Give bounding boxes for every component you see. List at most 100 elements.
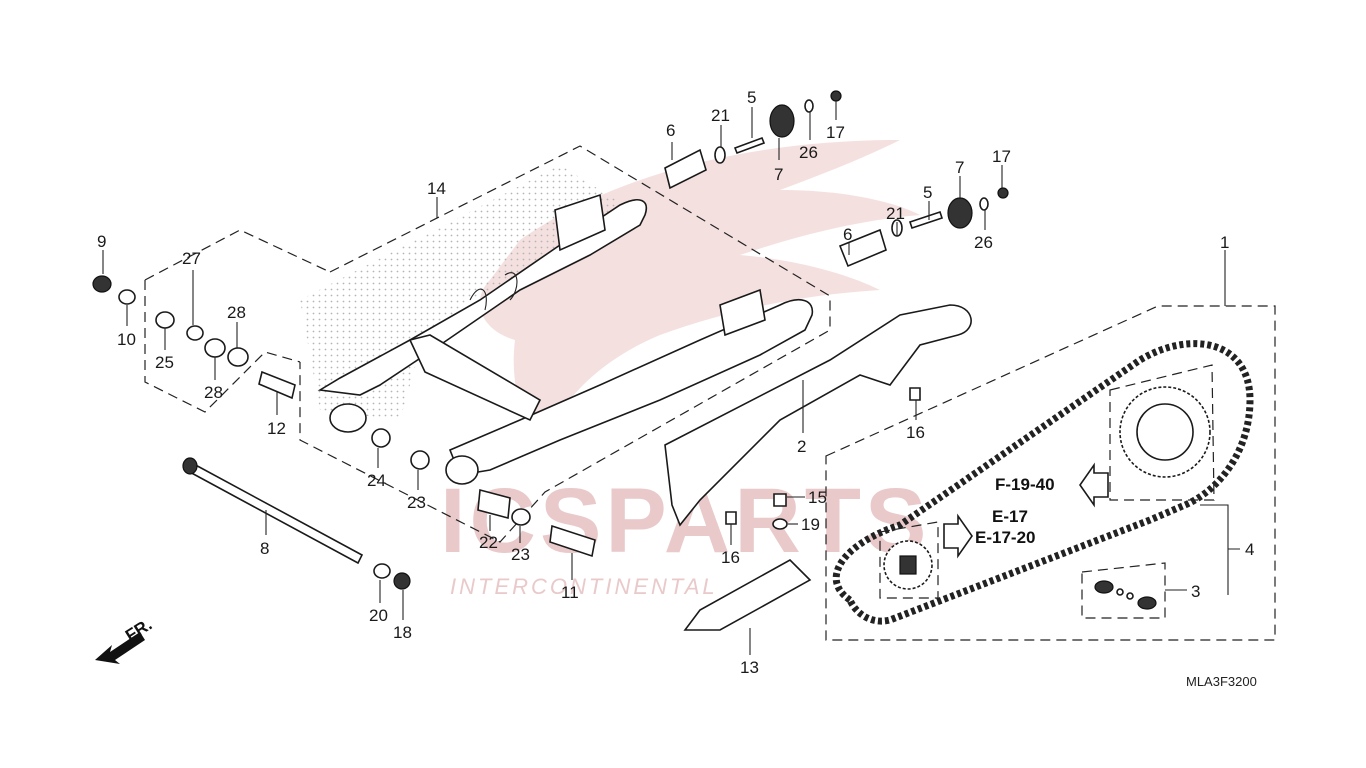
part-10-collar [118,289,136,305]
part-12-bush [258,370,296,400]
callout-16b: 16 [721,548,740,567]
part-23-seal-a [410,450,430,470]
part-9-nut [92,275,112,293]
callout-23a: 23 [407,493,426,512]
callout-24: 24 [367,471,386,490]
callout-28a: 28 [204,383,223,402]
part-21-clip-a [714,146,726,164]
part-23-seal-b [511,508,531,526]
part-2-chain-case [664,304,972,527]
swingarm-axle-plate-left [554,193,606,252]
callout-8: 8 [260,539,269,558]
part-8-bolt-head [182,457,198,475]
part-8-pivot-bolt [184,460,364,565]
part-6-collar-a [664,148,707,190]
part-5-bolt-b [908,210,944,230]
master-link-outline [1081,562,1166,619]
callouts: 1 2 3 4 5 5 6 6 7 7 8 9 10 11 12 13 14 1… [97,88,1254,677]
part-11-collar [549,524,596,558]
callout-15: 15 [808,488,827,507]
callout-10: 10 [117,330,136,349]
reference-f-19-40[interactable]: F-19-40 [995,475,1055,494]
swingarm [300,165,814,485]
reference-labels: F-19-40 E-17 E-17-20 [975,475,1055,547]
master-link-oring-b [1126,592,1134,600]
callout-9: 9 [97,232,106,251]
callout-13: 13 [740,658,759,677]
part-5-bolt-a [733,136,766,155]
part-16-bolt-b [725,511,737,525]
pivot-parts [92,275,596,590]
part-6-collar-b [838,228,887,268]
part-17-nut-a [830,90,842,102]
callout-4: 4 [1245,540,1254,559]
callout-7a: 7 [774,165,783,184]
front-direction-indicator: FR. [95,615,155,664]
swingarm-axle-plate-right [719,288,766,337]
watermark-tagline: INTERCONTINENTAL [450,574,718,599]
callout-11: 11 [561,583,579,602]
callout-2: 2 [797,437,806,456]
diagram-code: MLA3F3200 [1186,674,1257,689]
callout-6b: 6 [843,225,852,244]
part-20-washer [373,563,391,579]
callout-26b: 26 [974,233,993,252]
grouping-boxes [144,145,1276,641]
front-sprocket-hub [899,555,917,575]
callout-16a: 16 [906,423,925,442]
swingarm-cross-member [408,334,542,422]
leader-lines [102,101,1240,655]
callout-23b: 23 [511,545,530,564]
swingarm-pivot-left [329,403,367,433]
part-22-bearing [477,488,511,520]
callout-1: 1 [1220,233,1229,252]
callout-22: 22 [479,533,498,552]
part-25-seal [155,311,175,329]
part-16-bolt-a [909,387,921,401]
ref-arrow-e [943,513,973,559]
callout-28b: 28 [227,303,246,322]
part-27-circlip [186,325,204,341]
callout-3: 3 [1191,582,1200,601]
part-18-nut [393,572,411,590]
part-17-nut-b [997,187,1009,199]
callout-27: 27 [182,249,201,268]
drive-chain-kit [832,340,1254,625]
part-4-drive-chain [832,340,1254,625]
master-link-oring-a [1116,588,1124,596]
bearing-group-outline [144,229,331,413]
part-26-washer-b [979,197,989,211]
rear-sprocket-hub [1136,403,1194,461]
adjuster-parts [664,90,1009,268]
callout-5b: 5 [923,183,932,202]
part-13-chain-slider [683,559,812,631]
reference-e-17[interactable]: E-17 [992,507,1028,526]
callout-18: 18 [393,623,412,642]
callout-7b: 7 [955,158,964,177]
callout-17b: 17 [992,147,1011,166]
part-7-plate-a [769,104,795,138]
part-7-plate-b [947,197,973,229]
callout-14: 14 [427,179,446,198]
part-3-master-link [1094,580,1157,610]
part-28-bearing-b [227,347,249,367]
callout-12: 12 [267,419,286,438]
part-28-bearing-a [204,338,226,358]
callout-19: 19 [801,515,820,534]
reference-e-17-20[interactable]: E-17-20 [975,528,1035,547]
brake-hose-clip [469,272,518,311]
part-15-bolt [773,493,787,507]
leader-4 [1200,504,1240,595]
callout-25: 25 [155,353,174,372]
callout-5a: 5 [747,88,756,107]
part-24-seal [371,428,391,448]
callout-17a: 17 [826,123,845,142]
master-link-side-plate [1137,596,1157,610]
callout-26a: 26 [799,143,818,162]
callout-6a: 6 [666,121,675,140]
master-link-plate [1094,580,1114,594]
callout-20: 20 [369,606,388,625]
part-26-washer-a [804,99,814,113]
swingarm-pivot-right [445,455,479,485]
